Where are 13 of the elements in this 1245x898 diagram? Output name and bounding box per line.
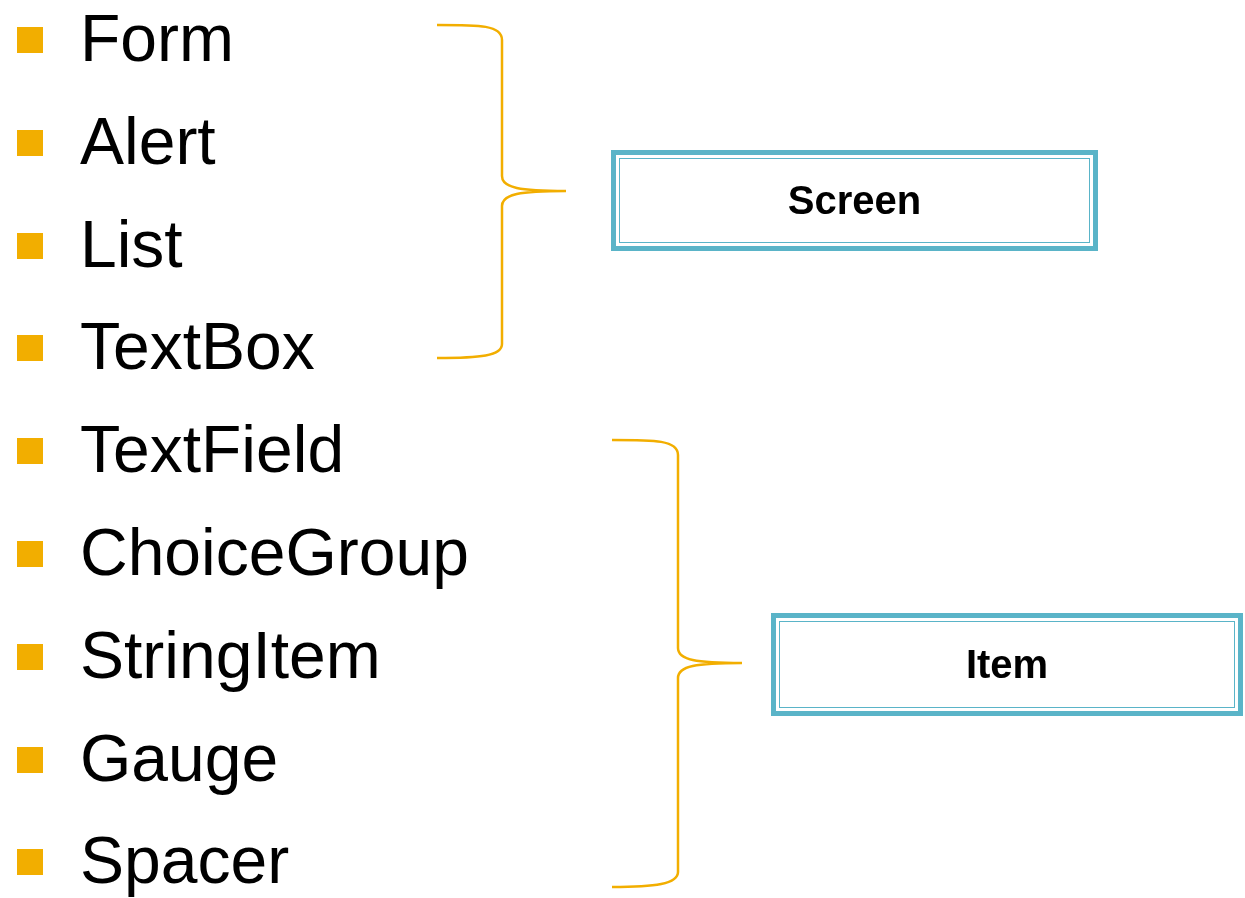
list-item-text: List bbox=[80, 205, 183, 283]
category-box bbox=[611, 150, 1098, 251]
list-item-text: TextBox bbox=[80, 308, 315, 386]
list-item-text: StringItem bbox=[80, 616, 381, 694]
box-label: Item bbox=[965, 642, 1049, 687]
list-item-text: Spacer bbox=[80, 822, 290, 898]
list-item-text: Gauge bbox=[80, 719, 279, 797]
box-label: Screen bbox=[787, 178, 922, 223]
list-item-text: ChoiceGroup bbox=[80, 514, 469, 591]
list-item-text: Form bbox=[80, 0, 234, 77]
category-box bbox=[771, 613, 1243, 716]
list-item-text: Alert bbox=[80, 102, 216, 180]
list-item-text: TextField bbox=[80, 411, 345, 489]
